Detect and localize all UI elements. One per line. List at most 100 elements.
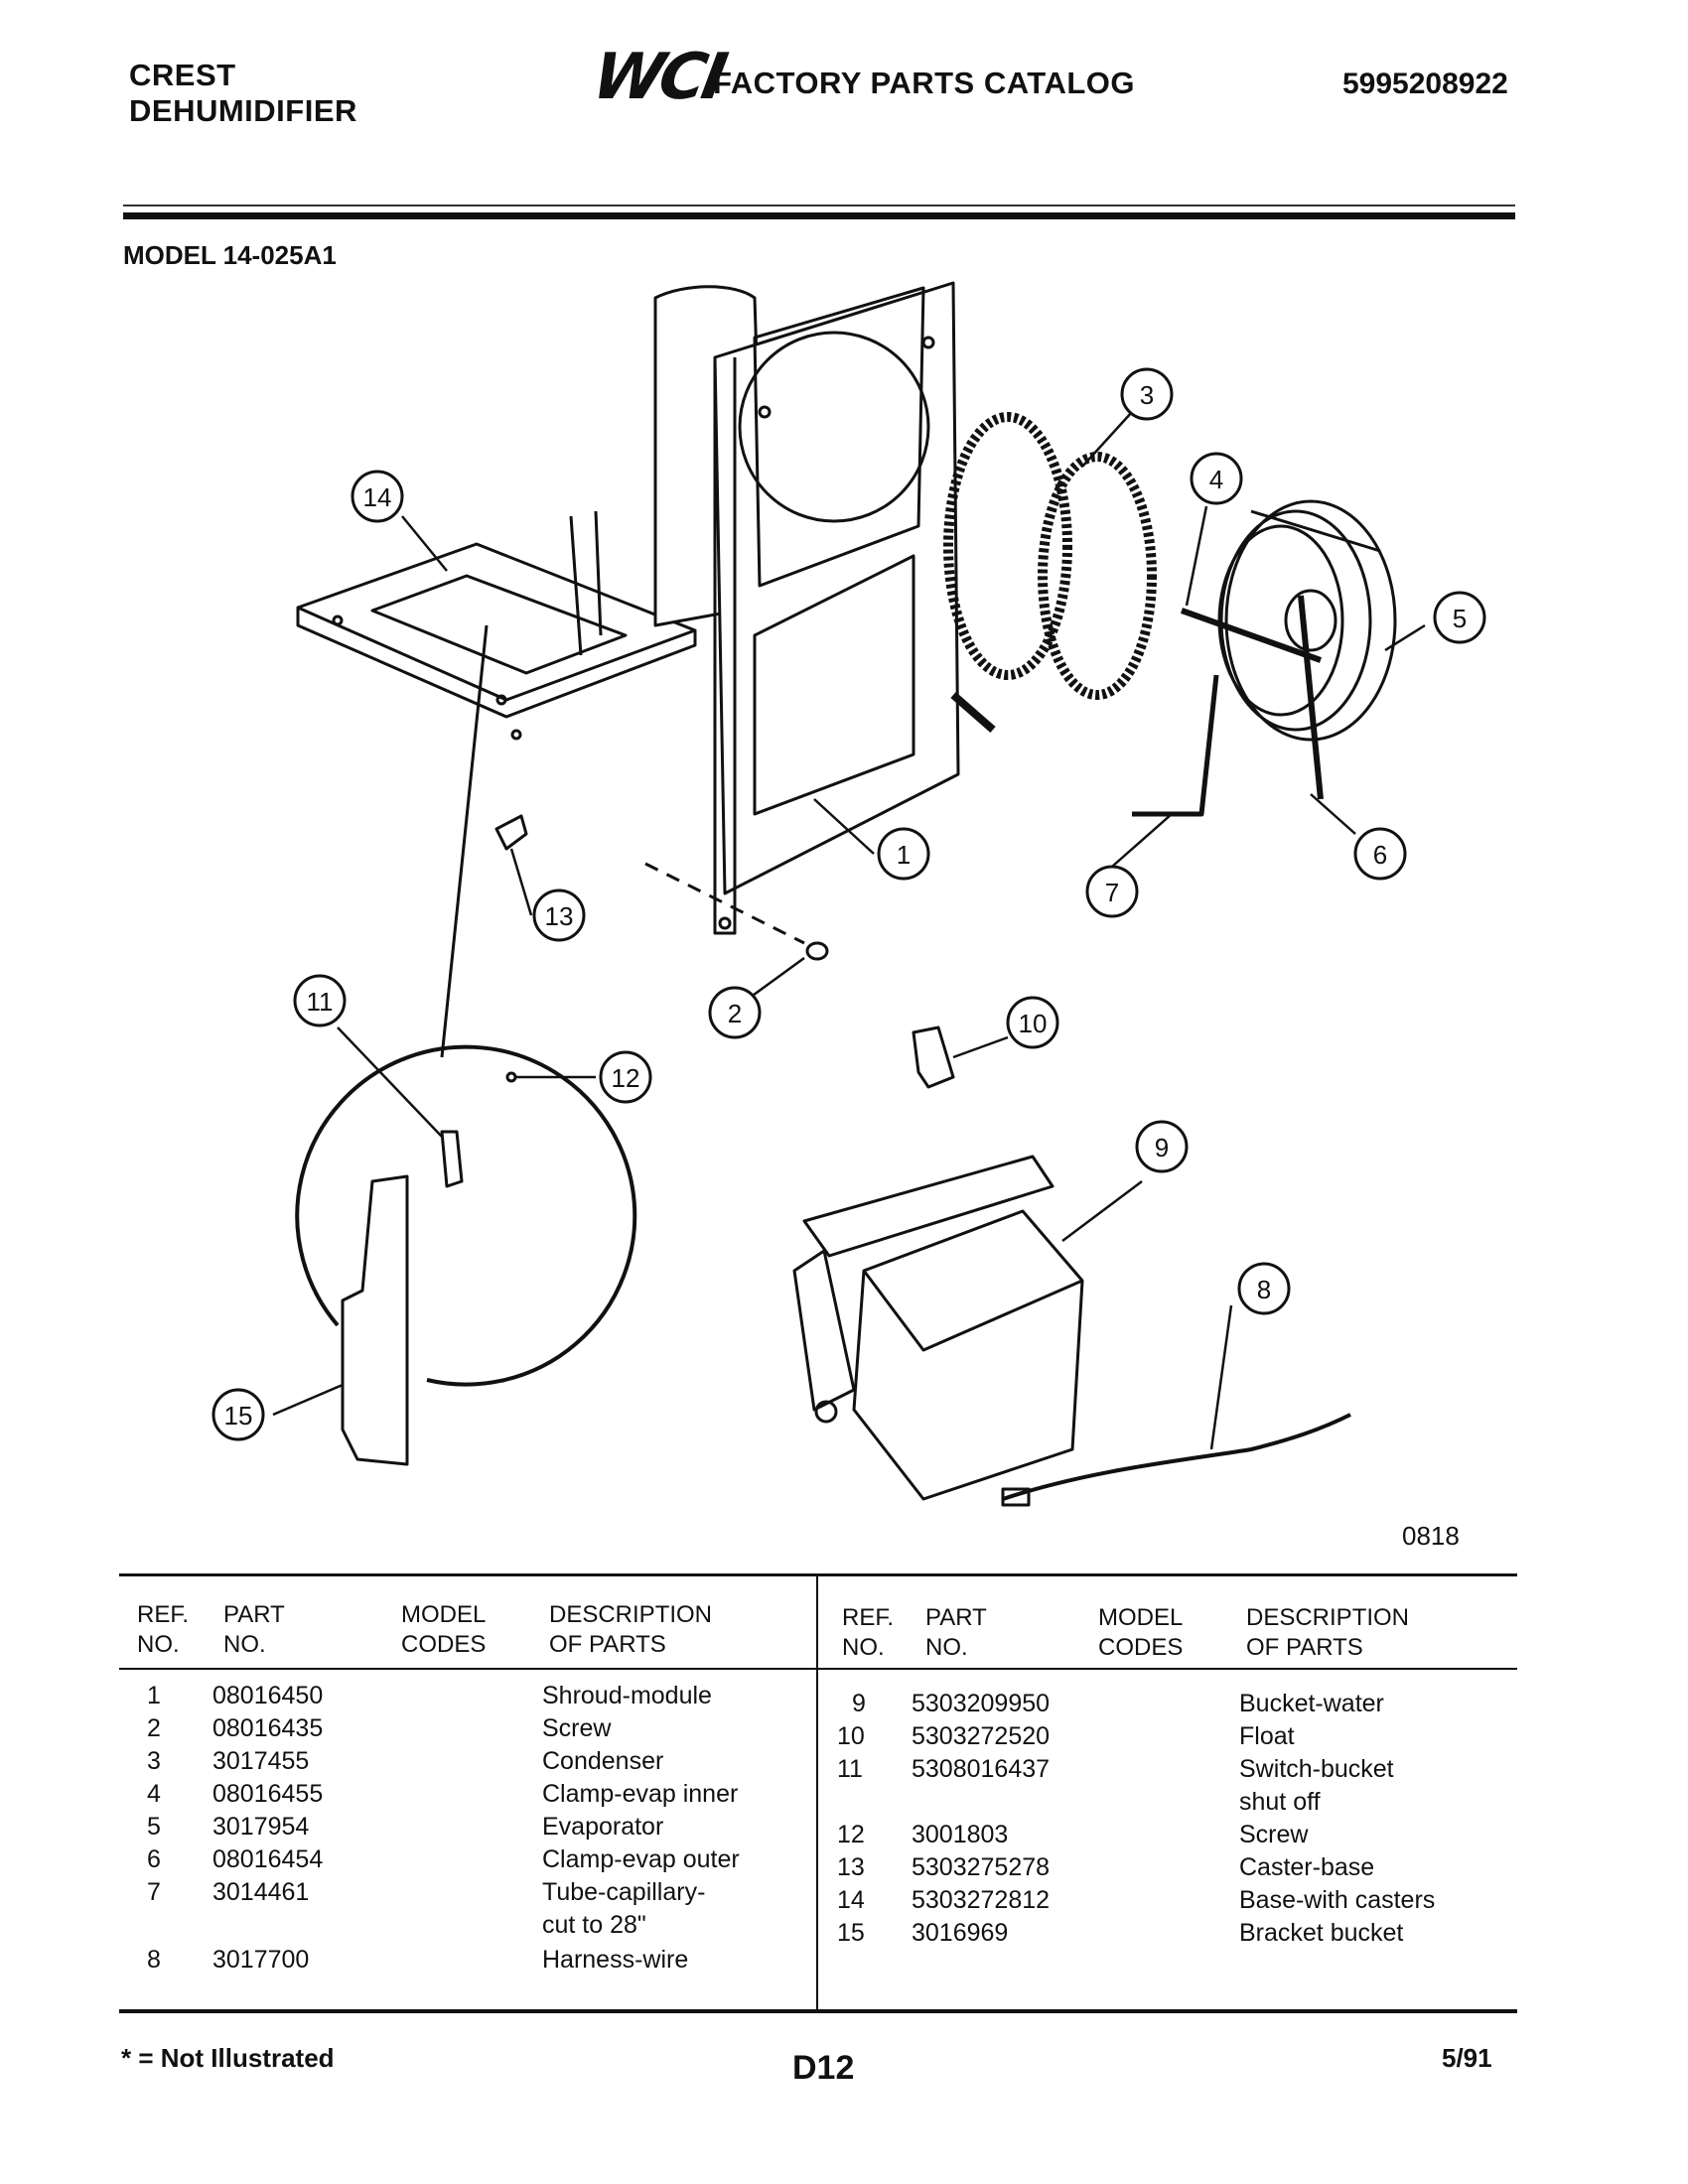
table-cell-ref: 5 — [147, 1813, 161, 1841]
table-cell-desc: Caster-base — [1239, 1853, 1375, 1881]
header-part-line1: PART — [223, 1601, 285, 1628]
clamp-inner-drawing — [1180, 608, 1323, 663]
table-cell-ref: 11 — [837, 1755, 863, 1783]
brand-line-1: CREST — [129, 58, 236, 92]
table-cell-desc: Float — [1239, 1722, 1295, 1750]
header-desc-left: DESCRIPTION OF PARTS — [549, 1600, 712, 1660]
table-cell-desc: Harness-wire — [542, 1946, 689, 1974]
header-rule-thick — [123, 212, 1515, 219]
header-part-line1: PART — [925, 1604, 987, 1631]
callout-6: 6 — [1373, 840, 1387, 870]
table-cell-desc-cont: shut off — [1239, 1788, 1321, 1816]
harness-plug-drawing — [1001, 1487, 1031, 1507]
header-ref-line2: NO. — [842, 1634, 885, 1661]
table-divider — [816, 1575, 818, 2010]
table-cell-ref: 9 — [852, 1690, 866, 1717]
callout-7: 7 — [1105, 878, 1119, 907]
condenser-drawing — [943, 412, 1157, 734]
header-ref-right: REF. NO. — [842, 1603, 894, 1663]
header-model-line1: MODEL — [1098, 1604, 1184, 1631]
harness-wire-drawing — [1002, 1413, 1351, 1501]
table-cell-desc: Bucket-water — [1239, 1690, 1384, 1717]
table-cell-part: 3001803 — [912, 1821, 1009, 1848]
evaporator-drawing — [1217, 499, 1397, 742]
callout-8: 8 — [1257, 1275, 1271, 1304]
brand-line-2: DEHUMIDIFIER — [129, 93, 357, 128]
tube-capillary-drawing — [1132, 674, 1219, 817]
callout-9: 9 — [1155, 1133, 1169, 1162]
table-cell-part: 3014461 — [212, 1878, 310, 1906]
callout-15: 15 — [224, 1401, 253, 1431]
catalog-number: 5995208922 — [1342, 68, 1508, 100]
callout-4-group: 4 — [1190, 452, 1243, 505]
callout-2-group: 2 — [708, 986, 762, 1039]
figure-code: 0818 — [1402, 1521, 1460, 1551]
callout-11: 11 — [307, 987, 334, 1017]
callout-1: 1 — [897, 840, 911, 870]
header-ref-left: REF. NO. — [137, 1600, 189, 1660]
callout-10-group: 10 — [1006, 996, 1059, 1049]
table-cell-desc: Evaporator — [542, 1813, 664, 1841]
table-cell-ref: 3 — [147, 1747, 161, 1775]
bracket-bucket-drawing — [341, 1174, 409, 1466]
table-cell-ref: 13 — [837, 1853, 865, 1881]
table-cell-desc: Clamp-evap outer — [542, 1845, 740, 1873]
callout-3-group: 3 — [1120, 367, 1174, 421]
table-cell-ref: 6 — [147, 1845, 161, 1873]
switch-bucket-drawing — [440, 1130, 464, 1188]
float-drawing — [912, 1025, 955, 1089]
header-desc-line2: OF PARTS — [1246, 1634, 1363, 1661]
table-cell-ref: 2 — [147, 1714, 161, 1742]
callout-13-group: 13 — [532, 888, 586, 942]
model-label: MODEL 14-025A1 — [123, 240, 337, 270]
table-cell-part: 08016435 — [212, 1714, 324, 1742]
exploded-parts-diagram: 1 2 3 4 5 6 7 8 9 10 11 12 13 14 15 — [211, 281, 1486, 1507]
clamp-outer-drawing — [1298, 595, 1324, 800]
table-cell-desc: Bracket bucket — [1239, 1919, 1404, 1947]
header-ref-line2: NO. — [137, 1631, 180, 1658]
table-cell-part: 3017455 — [212, 1747, 310, 1775]
table-cell-ref: 15 — [837, 1919, 865, 1947]
not-illustrated-note: * = Not Illustrated — [121, 2043, 335, 2073]
header-rule-thin — [123, 205, 1515, 206]
header-part-line2: NO. — [223, 1631, 266, 1658]
callout-7-group: 7 — [1085, 865, 1139, 918]
table-cell-part: 5303272812 — [912, 1886, 1051, 1914]
callout-1-group: 1 — [877, 827, 930, 881]
base-with-casters-drawing — [296, 510, 697, 741]
table-cell-part: 3017700 — [212, 1946, 310, 1974]
table-cell-ref: 8 — [147, 1946, 161, 1974]
table-cell-desc-cont: cut to 28" — [542, 1911, 646, 1939]
callout-8-group: 8 — [1237, 1262, 1291, 1315]
callout-3: 3 — [1140, 380, 1154, 410]
callout-10: 10 — [1019, 1009, 1048, 1038]
screw-leader-dash — [644, 862, 805, 945]
table-cell-ref: 7 — [147, 1878, 161, 1906]
table-cell-desc: Tube-capillary- — [542, 1878, 706, 1906]
table-cell-ref: 1 — [147, 1682, 161, 1709]
table-cell-part: 08016454 — [212, 1845, 324, 1873]
bucket-water-drawing — [792, 1155, 1084, 1501]
catalog-title: FACTORY PARTS CATALOG — [713, 66, 1135, 100]
callout-12: 12 — [612, 1063, 640, 1093]
callout-9-group: 9 — [1135, 1120, 1189, 1173]
callout-12-group: 12 — [599, 1050, 652, 1104]
header-model-line1: MODEL — [401, 1601, 487, 1628]
header-model-line2: CODES — [1098, 1634, 1184, 1661]
table-cell-part: 5303272520 — [912, 1722, 1051, 1750]
callout-5: 5 — [1453, 604, 1467, 633]
page-number: D12 — [792, 2049, 855, 2087]
table-cell-part: 5303209950 — [912, 1690, 1051, 1717]
brand-block: CREST DEHUMIDIFIER — [129, 58, 357, 129]
header-part-right: PART NO. — [925, 1603, 987, 1663]
table-cell-desc: Screw — [542, 1714, 612, 1742]
table-cell-desc: Screw — [1239, 1821, 1309, 1848]
screw-drawing — [805, 941, 829, 961]
callout-2: 2 — [728, 999, 742, 1028]
header-part-line2: NO. — [925, 1634, 968, 1661]
callout-14-group: 14 — [351, 470, 404, 523]
callout-14: 14 — [363, 482, 392, 512]
table-cell-part: 3016969 — [912, 1919, 1009, 1947]
revision-date: 5/91 — [1442, 2043, 1492, 2073]
table-cell-ref: 14 — [837, 1886, 865, 1914]
